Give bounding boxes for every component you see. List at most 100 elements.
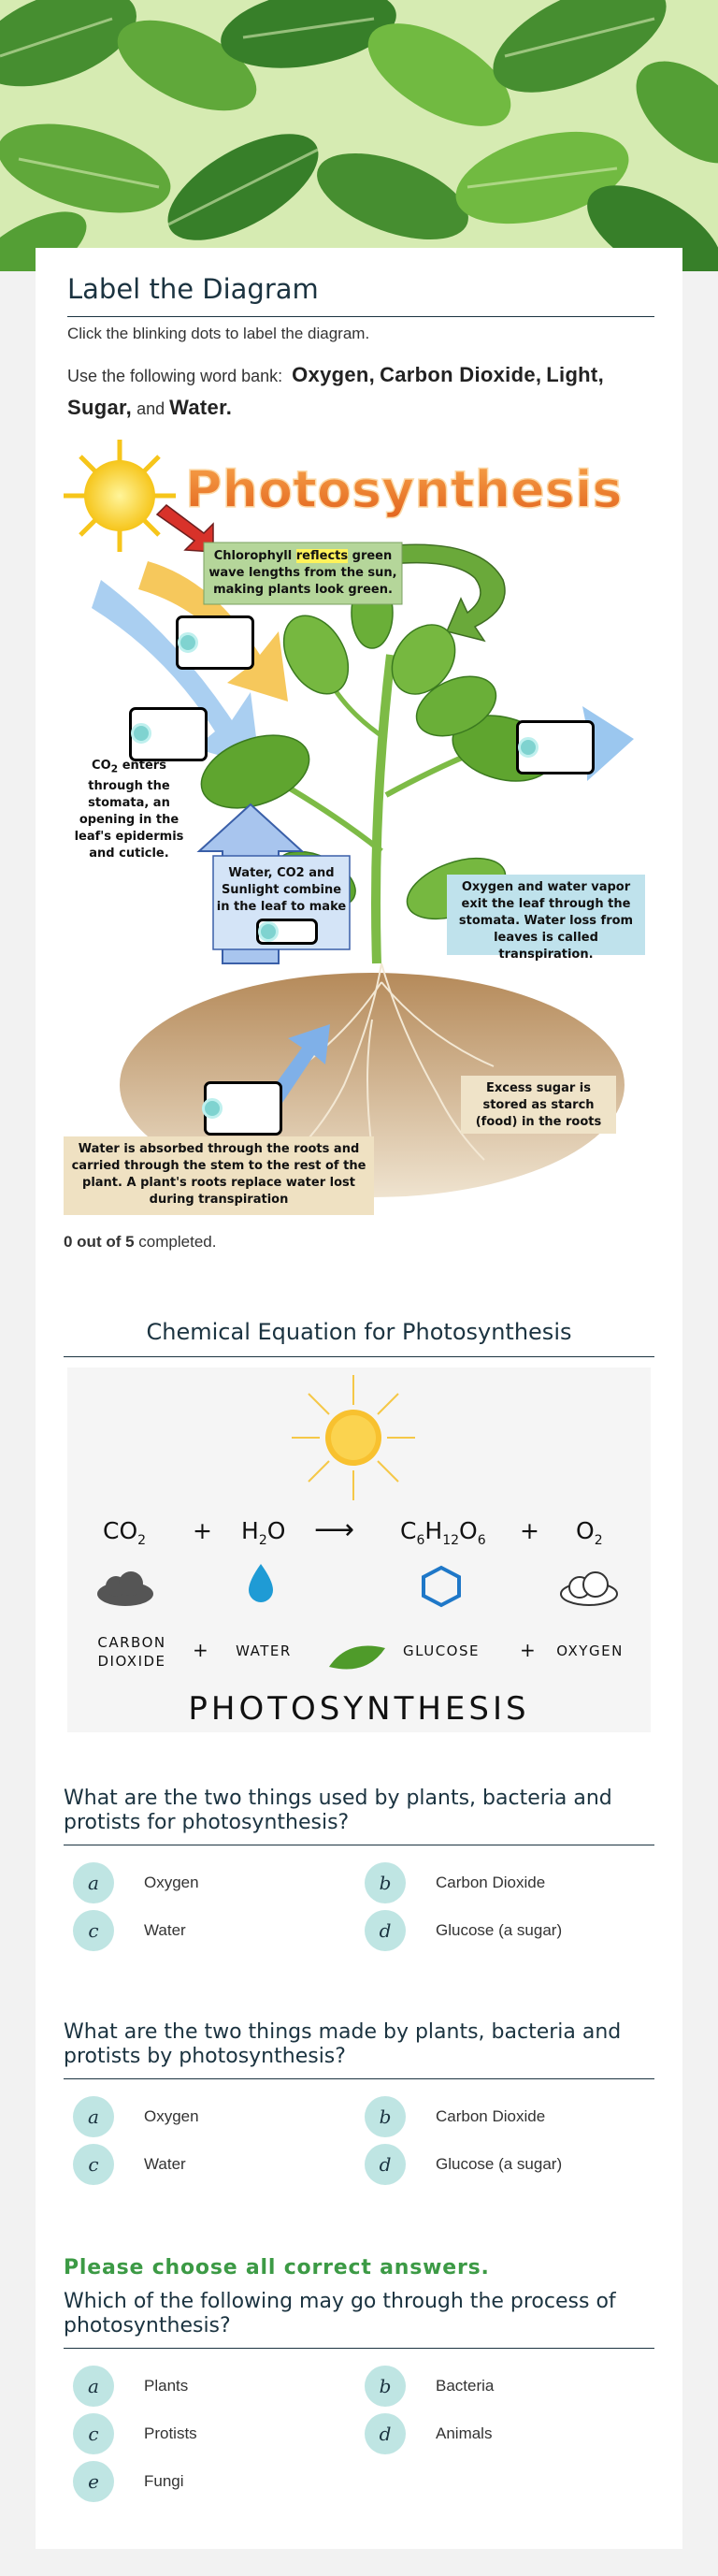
header-banner-image: [0, 0, 718, 271]
note-text: green wave lengths from the sun, making …: [208, 549, 397, 597]
option-text: Oxygen: [144, 2107, 199, 2125]
option-text: Water: [144, 1921, 186, 1939]
answer-option[interactable]: d Animals: [365, 2413, 636, 2454]
answer-option[interactable]: b Carbon Dioxide: [365, 2096, 636, 2137]
equation-illustration: [97, 1375, 618, 1670]
oxygen-word: OXYGEN: [556, 1643, 624, 1659]
water-note: Water is absorbed through the roots and …: [71, 1142, 366, 1207]
plus-sign: +: [520, 1517, 539, 1544]
highlighted-word: reflects: [295, 549, 349, 563]
option-text: Plants: [144, 2377, 189, 2395]
option-text: Glucose (a sugar): [436, 1921, 563, 1939]
water-word: WATER: [236, 1643, 292, 1659]
equation-title: Chemical Equation for Photosynthesis: [64, 1319, 654, 1357]
option-letter: a: [73, 2366, 114, 2407]
h2o-formula: H2O: [241, 1517, 286, 1548]
answer-option[interactable]: a Oxygen: [73, 1862, 344, 1903]
option-letter: b: [365, 1862, 406, 1903]
answer-option[interactable]: d Glucose (a sugar): [365, 2144, 636, 2185]
sun-icon: [292, 1375, 415, 1500]
word-bank-item: Carbon Dioxide: [380, 363, 536, 386]
sugar-note: Excess sugar is stored as starch (food) …: [475, 1081, 602, 1129]
reaction-arrow: ⟶: [314, 1513, 355, 1546]
option-letter: b: [365, 2366, 406, 2407]
progress-text: 0 out of 5 completed.: [64, 1233, 216, 1252]
answer-option[interactable]: b Bacteria: [365, 2366, 636, 2407]
separator: ,: [597, 363, 604, 386]
answer-option[interactable]: a Oxygen: [73, 2096, 344, 2137]
blinking-dot-3[interactable]: [518, 737, 538, 758]
option-letter: a: [73, 2096, 114, 2137]
option-letter: c: [73, 2413, 114, 2454]
note-text: CO: [92, 759, 111, 773]
progress-count: 0 out of 5: [64, 1233, 135, 1251]
answer-option[interactable]: a Plants: [73, 2366, 344, 2407]
option-text: Water: [144, 2155, 186, 2173]
word-bank: Use the following word bank: Oxygen, Car…: [67, 359, 666, 425]
progress-label: completed.: [138, 1233, 217, 1251]
blinking-dot-5[interactable]: [202, 1098, 223, 1119]
option-letter: c: [73, 2144, 114, 2185]
multi-select-instruction: Please choose all correct answers.: [64, 2256, 490, 2279]
separator: ,: [535, 363, 542, 386]
option-text: Fungi: [144, 2472, 184, 2490]
separator: .: [225, 396, 233, 419]
separator: ,: [368, 363, 376, 386]
blinking-dot-2[interactable]: [131, 723, 151, 744]
word-bank-item: Water: [169, 396, 226, 419]
photosynthesis-diagram: Photosynthesis Chlorophyll reflects gree…: [64, 440, 654, 1223]
option-text: Oxygen: [144, 1874, 199, 1891]
combine-note: Water, CO2 and Sunlight combine in the l…: [216, 866, 347, 914]
option-letter: b: [365, 2096, 406, 2137]
question-1-prompt: What are the two things used by plants, …: [64, 1787, 654, 1845]
option-letter: d: [365, 2144, 406, 2185]
question-3-prompt: Which of the following may go through th…: [64, 2290, 654, 2349]
word-bank-item: Light: [546, 363, 598, 386]
hexagon-icon: [422, 1565, 461, 1608]
diagram-title: Photosynthesis: [185, 460, 623, 519]
note-text: Chlorophyll: [213, 549, 293, 563]
option-text: Bacteria: [436, 2377, 495, 2395]
answer-option[interactable]: c Water: [73, 1910, 344, 1951]
answer-option[interactable]: e Fungi: [73, 2461, 344, 2502]
answer-option[interactable]: c Water: [73, 2144, 344, 2185]
note-text: enters through the stomata, an opening i…: [74, 759, 184, 861]
word-bank-and: and: [136, 399, 165, 418]
chlorophyll-note: Chlorophyll reflects green wave lengths …: [206, 548, 400, 599]
separator: ,: [125, 396, 133, 419]
option-letter: c: [73, 1910, 114, 1951]
option-text: Glucose (a sugar): [436, 2155, 563, 2173]
option-letter: d: [365, 1910, 406, 1951]
co2-formula: CO2: [103, 1517, 147, 1548]
answer-option[interactable]: d Glucose (a sugar): [365, 1910, 636, 1951]
sun-icon: [64, 440, 176, 552]
option-text: Carbon Dioxide: [436, 1874, 546, 1891]
blinking-dot-1[interactable]: [178, 632, 198, 653]
option-letter: e: [73, 2461, 114, 2502]
option-text: Protists: [144, 2424, 197, 2442]
cloud-icon: [97, 1571, 153, 1606]
cloud-outline-icon: [560, 1571, 618, 1606]
plus-sign: +: [193, 1639, 210, 1661]
question-2-prompt: What are the two things made by plants, …: [64, 2020, 654, 2079]
option-text: Carbon Dioxide: [436, 2107, 546, 2125]
water-drop-icon: [249, 1564, 273, 1602]
glucose-formula: C6H12O6: [400, 1517, 486, 1548]
word-bank-intro: Use the following word bank:: [67, 367, 283, 385]
co2-note: CO2 enters through the stomata, an openi…: [73, 758, 185, 862]
instructions-text: Click the blinking dots to label the dia…: [67, 325, 370, 342]
leaf-icon: [329, 1645, 385, 1670]
oxygen-note: Oxygen and water vapor exit the leaf thr…: [458, 880, 634, 962]
option-letter: a: [73, 1862, 114, 1903]
page-title: Label the Diagram: [67, 273, 654, 317]
option-letter: d: [365, 2413, 406, 2454]
option-text: Animals: [436, 2424, 493, 2442]
plus-sign: +: [520, 1639, 538, 1661]
plus-sign: +: [193, 1517, 212, 1544]
blinking-dot-4[interactable]: [258, 921, 279, 942]
glucose-word: GLUCOSE: [403, 1643, 480, 1659]
answer-option[interactable]: b Carbon Dioxide: [365, 1862, 636, 1903]
answer-option[interactable]: c Protists: [73, 2413, 344, 2454]
